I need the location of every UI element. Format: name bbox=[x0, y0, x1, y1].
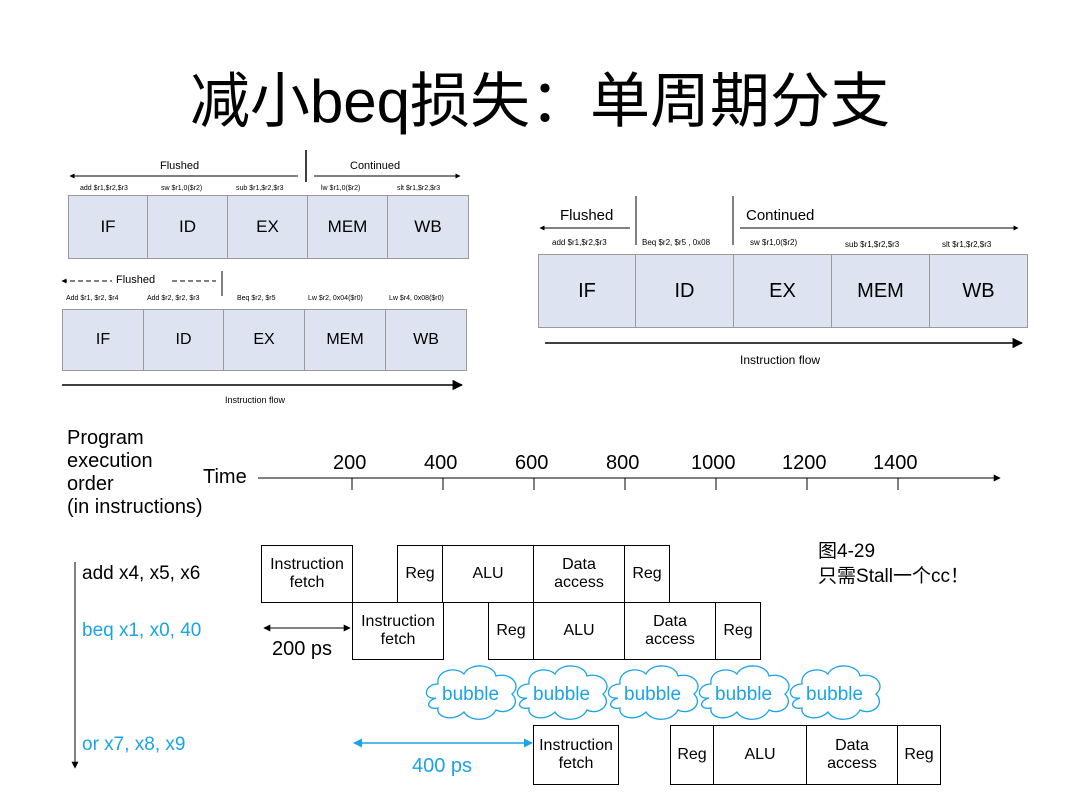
d1-instr-3: lw $r1,0($r2) bbox=[321, 185, 361, 192]
d3-instr-1: Beq $r2, $r5 , 0x08 bbox=[642, 238, 711, 247]
order-label-line4: (in instructions) bbox=[67, 496, 203, 518]
figure-note: 图4-29 只需Stall一个cc！ bbox=[818, 540, 969, 589]
d3-instr-2: sw $r1,0($r2) bbox=[750, 238, 798, 247]
add-alu: ALU bbox=[442, 545, 534, 603]
or-reg-read: Reg bbox=[670, 725, 714, 785]
d1-instr-4: slt $r1,$r2,$r3 bbox=[397, 185, 441, 192]
order-label-line1: Program bbox=[67, 427, 144, 449]
d2-stage-id: ID bbox=[144, 310, 224, 370]
tick-1000: 1000 bbox=[691, 452, 736, 474]
d3-stage-mem: MEM bbox=[832, 255, 930, 327]
bubble-clouds bbox=[425, 665, 881, 720]
or-alu: ALU bbox=[713, 725, 807, 785]
d1-instr-2: sub $r1,$r2,$r3 bbox=[236, 185, 284, 192]
d1-stages: IF ID EX MEM WB bbox=[68, 195, 469, 259]
d1-continued-label: Continued bbox=[350, 160, 401, 172]
tick-1200: 1200 bbox=[782, 452, 827, 474]
d2-instr-1: Add $r2, $r2, $r3 bbox=[147, 295, 200, 302]
d3-stage-id: ID bbox=[636, 255, 734, 327]
beq-alu: ALU bbox=[533, 602, 625, 660]
d3-stages: IF ID EX MEM WB bbox=[538, 254, 1028, 328]
title-prefix: 减小 bbox=[189, 67, 310, 137]
add-reg-write: Reg bbox=[624, 545, 670, 603]
d2-stages: IF ID EX MEM WB bbox=[62, 309, 467, 371]
order-label-line3: order bbox=[67, 473, 114, 495]
instr-add: add x4, x5, x6 bbox=[82, 563, 201, 584]
d1-instr-1: sw $r1,0($r2) bbox=[161, 185, 203, 192]
instr-or: or x7, x8, x9 bbox=[82, 734, 186, 755]
d1-stage-mem: MEM bbox=[308, 196, 388, 258]
d2-instr-3: Lw $r2, 0x04($r0) bbox=[308, 295, 363, 302]
tick-600: 600 bbox=[515, 452, 549, 474]
or-reg-write: Reg bbox=[897, 725, 941, 785]
d2-flow-label: Instruction flow bbox=[225, 395, 286, 405]
d1-stage-if: IF bbox=[69, 196, 148, 258]
d2-instr-0: Add $r1, $r2, $r4 bbox=[66, 295, 119, 302]
d3-continued-label: Continued bbox=[746, 207, 815, 224]
beq-reg-write: Reg bbox=[715, 602, 761, 660]
slide-title: 减小beq损失：单周期分支 bbox=[0, 62, 1080, 142]
tick-800: 800 bbox=[606, 452, 640, 474]
bubble-2: bubble bbox=[533, 684, 591, 705]
instr-beq: beq x1, x0, 40 bbox=[82, 620, 202, 641]
d1-instr-0: add $r1,$r2,$r3 bbox=[80, 185, 128, 192]
note-stall: 只需Stall一个cc！ bbox=[818, 565, 970, 587]
beq-reg-read: Reg bbox=[488, 602, 534, 660]
d3-instr-3: sub $r1,$r2,$r3 bbox=[845, 240, 900, 249]
d1-stage-ex: EX bbox=[228, 196, 308, 258]
tick-400: 400 bbox=[424, 452, 458, 474]
title-latin: beq bbox=[309, 68, 411, 135]
d1-stage-wb: WB bbox=[414, 217, 442, 236]
note-figure-ref: 图4-29 bbox=[818, 541, 876, 562]
d2-stage-if: IF bbox=[63, 310, 144, 370]
program-order-label: Program execution order (in instructions… bbox=[67, 427, 203, 519]
d2-instr-4: Lw $r4, 0x08($r0) bbox=[389, 295, 444, 302]
d2-stage-ex: EX bbox=[224, 310, 305, 370]
bubble-1: bubble bbox=[442, 684, 500, 705]
d3-flow-label: Instruction flow bbox=[740, 353, 821, 367]
bubble-4: bubble bbox=[715, 684, 773, 705]
ps400-label: 400 ps bbox=[412, 755, 473, 777]
d2-flushed-label: Flushed bbox=[116, 274, 156, 286]
tick-200: 200 bbox=[333, 452, 367, 474]
d3-stage-if: IF bbox=[539, 255, 636, 327]
d1-flushed-label: Flushed bbox=[160, 160, 200, 172]
ps200-label: 200 ps bbox=[272, 638, 333, 660]
time-axis-ticks bbox=[351, 478, 899, 490]
tick-1400: 1400 bbox=[873, 452, 918, 474]
d3-instr-0: add $r1,$r2,$r3 bbox=[552, 238, 607, 247]
order-label-line2: execution bbox=[67, 450, 153, 472]
d3-instr-4: slt $r1,$r2,$r3 bbox=[942, 240, 992, 249]
d3-stage-wb: WB bbox=[962, 279, 995, 302]
d2-instr-2: Beq $r2, $r5 bbox=[237, 295, 276, 302]
d2-stage-wb: WB bbox=[413, 331, 439, 348]
time-label: Time bbox=[203, 466, 247, 488]
bubble-3: bubble bbox=[624, 684, 682, 705]
d3-flushed-label: Flushed bbox=[560, 207, 614, 224]
title-suffix: 损失：单周期分支 bbox=[410, 67, 891, 137]
bubble-5: bubble bbox=[806, 684, 864, 705]
d3-stage-ex: EX bbox=[734, 255, 832, 327]
d1-stage-id: ID bbox=[148, 196, 228, 258]
d2-stage-mem: MEM bbox=[305, 310, 386, 370]
add-reg-read: Reg bbox=[397, 545, 443, 603]
